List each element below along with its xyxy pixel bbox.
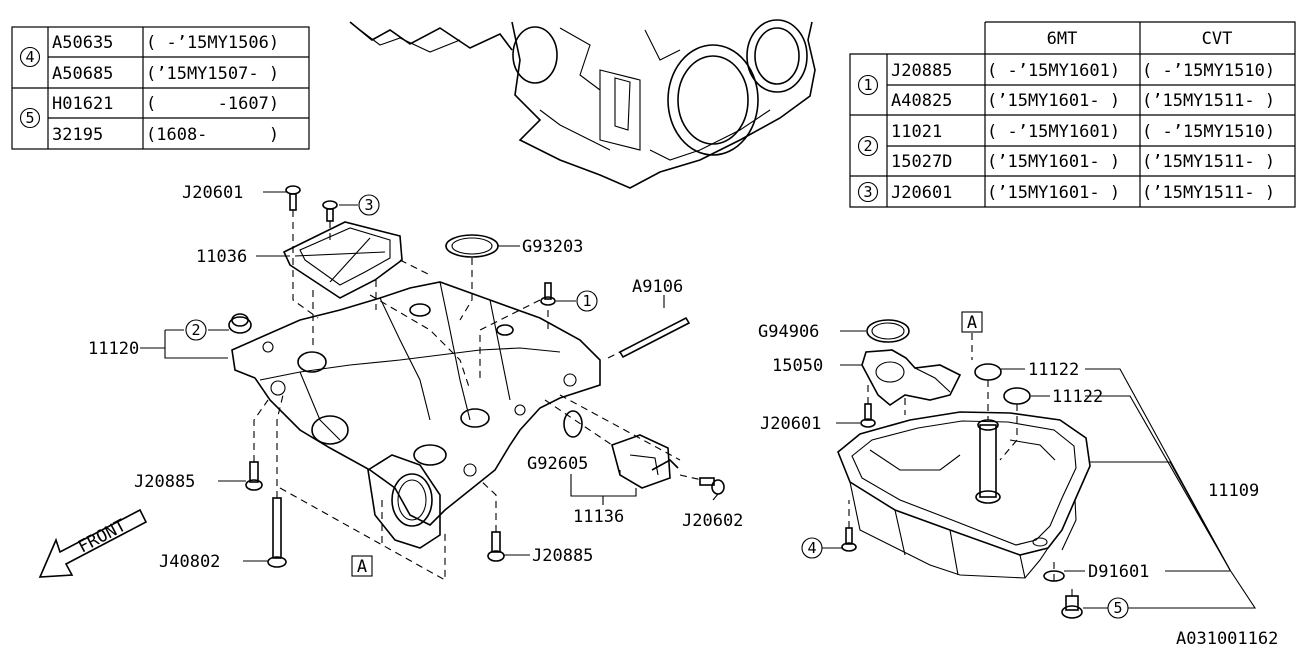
table-right-cvt: (’15MY1511- ) — [1142, 183, 1275, 203]
ref-circle-1 — [857, 74, 879, 96]
table-right-part: 11021 — [891, 122, 942, 142]
ref-circle-5-callout — [1107, 597, 1129, 619]
table-left-range: ( -1607) — [146, 94, 279, 114]
table-left-part: A50685 — [52, 64, 113, 84]
table-left-range: (1608- ) — [146, 125, 279, 145]
table-right-cvt: ( -’15MY1510) — [1142, 61, 1275, 81]
assembly-dashed-lines-left — [253, 210, 703, 581]
label-ref2: 2 — [191, 321, 200, 339]
table-right-cvt: (’15MY1511- ) — [1142, 91, 1275, 111]
label-j20885-bottom: J20885 — [532, 546, 593, 566]
oil-strainer-drawing — [861, 349, 962, 406]
callout-labels: J20601 3 11036 G93203 1 A9106 11120 2 J2… — [88, 183, 1278, 649]
upper-oil-pan-drawing — [231, 281, 601, 549]
table-right-part: J20601 — [891, 183, 952, 203]
table-left-ref-4: 4 — [25, 48, 34, 66]
assembly-dashed-lines-right — [848, 333, 1073, 596]
oil-level-sensor-drawing — [611, 434, 679, 489]
ref-box-a-right — [961, 311, 983, 333]
table-right-mt: ( -’15MY1601) — [987, 61, 1120, 81]
table-left-ref-5: 5 — [25, 109, 34, 127]
label-g94906: G94906 — [758, 322, 819, 342]
label-ref5: 5 — [1113, 599, 1122, 617]
table-right-part: 15027D — [891, 152, 952, 172]
table-right-mt: ( -’15MY1601) — [987, 122, 1120, 142]
table-right-ref-3: 3 — [863, 183, 872, 201]
label-box-a-right: A — [967, 313, 977, 333]
table-left-range: ( -’15MY1506) — [146, 33, 279, 53]
diagram-code: A031001162 — [1176, 629, 1278, 649]
label-j20601-right: J20601 — [760, 414, 821, 434]
engine-block-drawing — [349, 19, 816, 189]
o-rings-drawing — [445, 234, 1065, 582]
ref-circle-4-callout — [801, 537, 823, 559]
label-a9106: A9106 — [632, 277, 683, 297]
label-ref3: 3 — [364, 196, 373, 214]
ref-circle-1-callout — [576, 290, 598, 312]
label-11036: 11036 — [196, 247, 247, 267]
label-11136: 11136 — [573, 507, 624, 527]
label-ref4: 4 — [807, 539, 816, 557]
table-right-mt: (’15MY1601- ) — [987, 152, 1120, 172]
front-arrow — [38, 508, 148, 578]
label-j20885-left: J20885 — [134, 472, 195, 492]
label-11109: 11109 — [1208, 481, 1259, 501]
table-right-ref-2: 2 — [863, 137, 872, 155]
label-11120: 11120 — [88, 339, 139, 359]
table-left-part: 32195 — [52, 125, 103, 145]
table-right-ref-1: 1 — [863, 76, 872, 94]
ref-box-a-left — [351, 555, 373, 577]
label-15050: 15050 — [772, 356, 823, 376]
table-right-cvt: (’15MY1511- ) — [1142, 152, 1275, 172]
header-cvt: CVT — [1202, 29, 1233, 49]
ref-circle-2-callout — [185, 319, 207, 341]
label-j20601-top: J20601 — [182, 183, 243, 203]
label-11122-a: 11122 — [1028, 360, 1079, 380]
baffle-plate-drawing — [282, 221, 403, 299]
ref-circle-3 — [857, 181, 879, 203]
header-6mt: 6MT — [1047, 29, 1078, 49]
label-j40802: J40802 — [159, 552, 220, 572]
table-left-part: A50635 — [52, 33, 113, 53]
label-j20602: J20602 — [682, 511, 743, 531]
ref-circle-2 — [857, 135, 879, 157]
label-11122-b: 11122 — [1052, 387, 1103, 407]
table-right-cvt: ( -’15MY1510) — [1142, 122, 1275, 142]
bolts-drawing — [245, 185, 725, 568]
table-left: 4 5 A50635 ( -’15MY1506) A50685 (’15MY15… — [11, 26, 310, 150]
plug-drawing — [228, 313, 252, 334]
table-left-range: (’15MY1507- ) — [146, 64, 279, 84]
leader-lines — [140, 191, 1257, 609]
ref-circle-4 — [19, 46, 41, 68]
right-bolts-drawing — [841, 403, 1083, 619]
table-right-part: A40825 — [891, 91, 952, 111]
table-left-part: H01621 — [52, 94, 113, 114]
ref-circle-3-callout — [358, 194, 380, 216]
lower-oil-pan-drawing — [837, 411, 1091, 579]
label-d91601: D91601 — [1088, 562, 1149, 582]
table-right: 6MT CVT 1 2 3 J20885 ( -’15MY1601) ( -’1… — [849, 21, 1296, 208]
table-right-mt: (’15MY1601- ) — [987, 183, 1120, 203]
label-g93203: G93203 — [522, 237, 583, 257]
label-g92605: G92605 — [527, 454, 588, 474]
table-right-part: J20885 — [891, 61, 952, 81]
label-ref1: 1 — [582, 292, 591, 310]
ref-circle-5 — [19, 107, 41, 129]
label-box-a-left: A — [357, 557, 367, 577]
front-label: FRONT — [75, 516, 130, 558]
table-right-mt: (’15MY1601- ) — [987, 91, 1120, 111]
